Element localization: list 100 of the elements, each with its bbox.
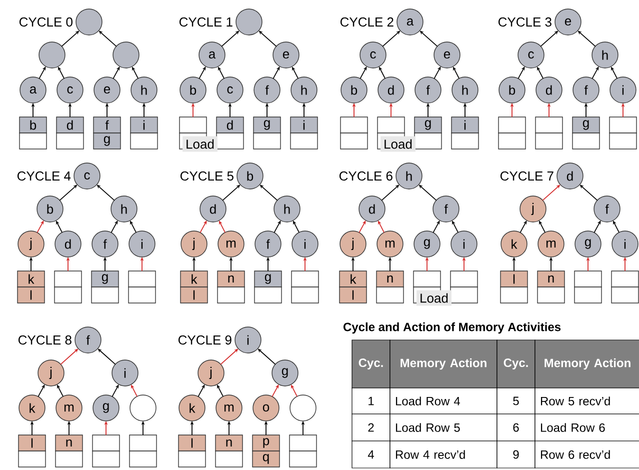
circle-node: j: [18, 230, 44, 258]
buffer-cell: [609, 132, 637, 150]
circle-node: i: [610, 76, 636, 104]
buffer-cell: [535, 116, 563, 134]
cycle-label: CYCLE 0: [19, 17, 72, 27]
buffer-cell: [450, 270, 478, 288]
buffer-cell: [289, 434, 317, 452]
table-title: Cycle and Action of Memory Activities: [344, 322, 561, 334]
buffer-cell: [92, 450, 120, 468]
circle-node: m: [216, 394, 242, 422]
buffer-cell: n: [55, 434, 83, 452]
buffer-cell: [376, 286, 404, 304]
cycle-label: CYCLE 5: [180, 171, 234, 181]
buffer-cell: [19, 132, 47, 150]
circle-node: f: [432, 196, 460, 222]
circle-node: j: [38, 360, 64, 386]
circle-node: j: [198, 360, 224, 386]
cycle-label: CYCLE 2: [340, 17, 394, 27]
buffer-cell: g: [254, 270, 282, 288]
circle-node: m: [218, 230, 244, 258]
circle-node: h: [396, 162, 422, 190]
circle-node: h: [452, 76, 478, 104]
arrow: [221, 30, 240, 47]
circle-node: d: [536, 76, 562, 104]
arrow: [382, 30, 400, 47]
circle-node: b: [236, 162, 264, 190]
buffer-cell: q: [252, 450, 280, 468]
buffer-cell: [18, 450, 46, 468]
load-label: Load: [380, 136, 416, 152]
circle-node: [112, 42, 140, 68]
buffer-cell: [290, 132, 318, 150]
buffer-cell: g: [93, 132, 121, 150]
circle-node: m: [56, 394, 82, 422]
circle-node: k: [178, 394, 206, 422]
circle-node: c: [56, 76, 84, 104]
table-cell: 5: [496, 388, 536, 414]
cycle-label: CYCLE 8: [18, 335, 72, 345]
buffer-cell: n: [215, 434, 243, 452]
buffer-cell: [92, 434, 120, 452]
circle-node: c: [360, 42, 386, 68]
buffer-cell: [498, 116, 526, 134]
header-cell: Cyc.: [352, 340, 390, 388]
circle-node: b: [36, 196, 64, 222]
circle-node: i: [292, 230, 318, 258]
circle-node: [130, 394, 156, 422]
table-cell: 2: [352, 414, 390, 442]
buffer-cell: f: [93, 116, 121, 134]
circle-node: a: [20, 76, 46, 104]
buffer-cell: i: [451, 116, 479, 134]
circle-node: f: [74, 326, 102, 354]
circle-node: k: [500, 230, 528, 258]
buffer-cell: i: [130, 116, 158, 134]
circle-node: f: [594, 196, 620, 222]
buffer-cell: [450, 286, 478, 304]
buffer-cell: [179, 116, 207, 134]
circle-node: h: [274, 196, 300, 222]
cycle-label: CYCLE 4: [17, 171, 71, 181]
circle-node: b: [498, 76, 526, 104]
buffer-cell: g: [91, 270, 119, 288]
circle-node: h: [290, 76, 318, 104]
buffer-cell: [54, 270, 82, 288]
buffer-cell: l: [18, 434, 46, 452]
circle-node: d: [556, 162, 584, 190]
circle-node: o: [252, 394, 280, 422]
table-cell: 1: [352, 388, 390, 414]
cycle-label: CYCLE 9: [178, 335, 232, 345]
circle-node: b: [340, 76, 368, 104]
table-cell: 6: [496, 414, 536, 442]
circle-node: h: [592, 42, 618, 68]
circle-node: i: [450, 230, 478, 258]
buffer-cell: d: [56, 116, 84, 134]
buffer-cell: k: [339, 270, 367, 288]
circle-node: d: [378, 76, 404, 104]
circle-node: f: [254, 76, 280, 104]
buffer-cell: [500, 286, 528, 304]
circle-node: c: [74, 162, 100, 190]
load-label: Load: [416, 290, 452, 306]
circle-node: [76, 8, 102, 36]
buffer-cell: [128, 270, 156, 288]
cycle-label: CYCLE 1: [179, 17, 232, 27]
circle-node: i: [234, 326, 262, 354]
circle-node: i: [612, 230, 638, 258]
buffer-cell: [178, 450, 206, 468]
buffer-cell: [451, 132, 479, 150]
circle-node: f: [254, 230, 282, 258]
arrow: [220, 348, 238, 365]
buffer-cell: k: [17, 270, 45, 288]
circle-node: e: [94, 76, 120, 104]
buffer-cell: [129, 450, 157, 468]
buffer-cell: [130, 132, 158, 150]
buffer-cell: n: [537, 270, 565, 288]
buffer-cell: [609, 116, 637, 134]
circle-node: c: [518, 42, 544, 68]
circle-node: f: [414, 76, 442, 104]
table-cell: 9: [496, 440, 536, 468]
buffer-cell: [535, 132, 563, 150]
circle-node: a: [396, 8, 424, 36]
buffer-cell: g: [572, 116, 600, 134]
buffer-cell: n: [376, 270, 404, 288]
circle-node: h: [130, 76, 158, 104]
